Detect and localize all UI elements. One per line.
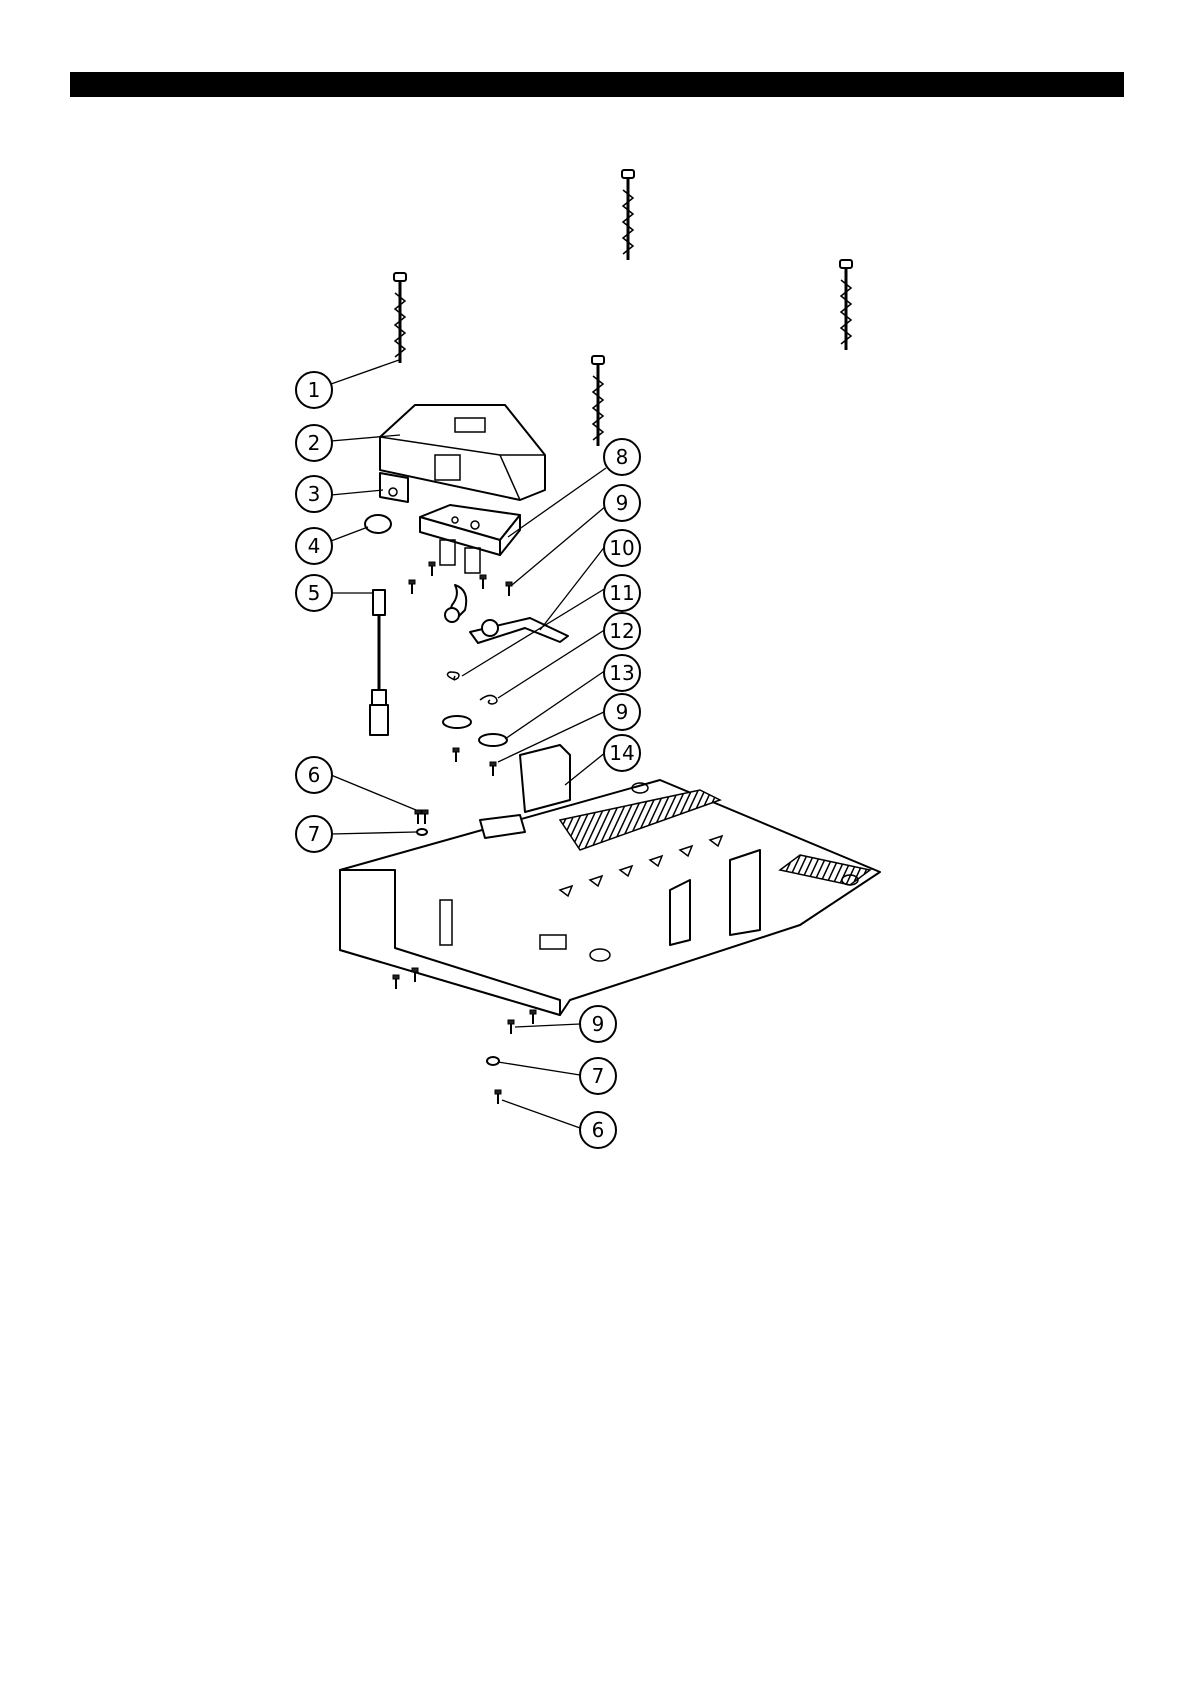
callout-5: 5 — [296, 575, 332, 611]
callout-label-9c: 9 — [592, 1012, 605, 1036]
callout-label-6b: 6 — [592, 1118, 605, 1142]
callout-label-7a: 7 — [308, 822, 321, 846]
seal-ring — [365, 515, 391, 533]
callout-label-6a: 6 — [308, 763, 321, 787]
callout-label-3: 3 — [308, 482, 321, 506]
callout-label-8: 8 — [616, 445, 629, 469]
washer-7-top — [417, 829, 427, 835]
washer-7-bottom — [487, 1057, 499, 1065]
callout-label-10: 10 — [609, 536, 634, 560]
screw-base-1 — [393, 975, 399, 989]
ground-stake-left — [394, 273, 406, 363]
callout-9-upper: 9 — [604, 485, 640, 521]
callout-label-13: 13 — [609, 661, 634, 685]
callout-10: 10 — [604, 530, 640, 566]
disc-1 — [443, 716, 471, 728]
callout-label-12: 12 — [609, 619, 634, 643]
screw-6-top — [415, 810, 421, 824]
screw-board-2 — [409, 580, 415, 594]
callout-label-2: 2 — [308, 431, 321, 455]
callout-1: 1 — [296, 372, 332, 408]
callout-3: 3 — [296, 476, 332, 512]
ground-stake-center — [592, 356, 604, 446]
screw-disc-1 — [453, 748, 459, 762]
callout-9-middle: 9 — [604, 694, 640, 730]
callout-4: 4 — [296, 528, 332, 564]
screw-board-1 — [429, 562, 435, 576]
spring-1 — [447, 672, 459, 680]
screw-9-bottom-2 — [508, 1020, 514, 1034]
callout-7-lower: 7 — [580, 1058, 616, 1094]
disc-2 — [479, 734, 507, 746]
callout-8: 8 — [604, 439, 640, 475]
callout-label-14: 14 — [609, 741, 634, 765]
ground-stake-right — [840, 260, 852, 350]
screw-board-3 — [506, 582, 512, 596]
screw-9-bottom-1 — [530, 1010, 536, 1024]
callout-label-1: 1 — [308, 378, 321, 402]
callout-12: 12 — [604, 613, 640, 649]
spring-2 — [480, 695, 497, 704]
callout-2: 2 — [296, 425, 332, 461]
screw-disc-2 — [490, 762, 496, 776]
ground-stake-top — [622, 170, 634, 260]
callout-label-5: 5 — [308, 581, 321, 605]
charging-base — [340, 745, 880, 1015]
lever-arm — [445, 585, 568, 643]
callout-9-lower: 9 — [580, 1006, 616, 1042]
callout-label-9a: 9 — [616, 491, 629, 515]
screw-base-2 — [412, 968, 418, 982]
callout-label-4: 4 — [308, 534, 321, 558]
screw-6-top-b — [422, 810, 428, 824]
callout-6-lower: 6 — [580, 1112, 616, 1148]
callout-label-11: 11 — [609, 581, 634, 605]
cover-plate — [380, 473, 408, 502]
callout-7-upper: 7 — [296, 816, 332, 852]
callout-label-9b: 9 — [616, 700, 629, 724]
callout-14: 14 — [604, 735, 640, 771]
callout-13: 13 — [604, 655, 640, 691]
callout-6-upper: 6 — [296, 757, 332, 793]
screw-board-4 — [480, 575, 486, 589]
power-cable — [370, 590, 388, 735]
screw-6-bottom — [495, 1090, 501, 1104]
callout-label-7b: 7 — [592, 1064, 605, 1088]
callout-11: 11 — [604, 575, 640, 611]
